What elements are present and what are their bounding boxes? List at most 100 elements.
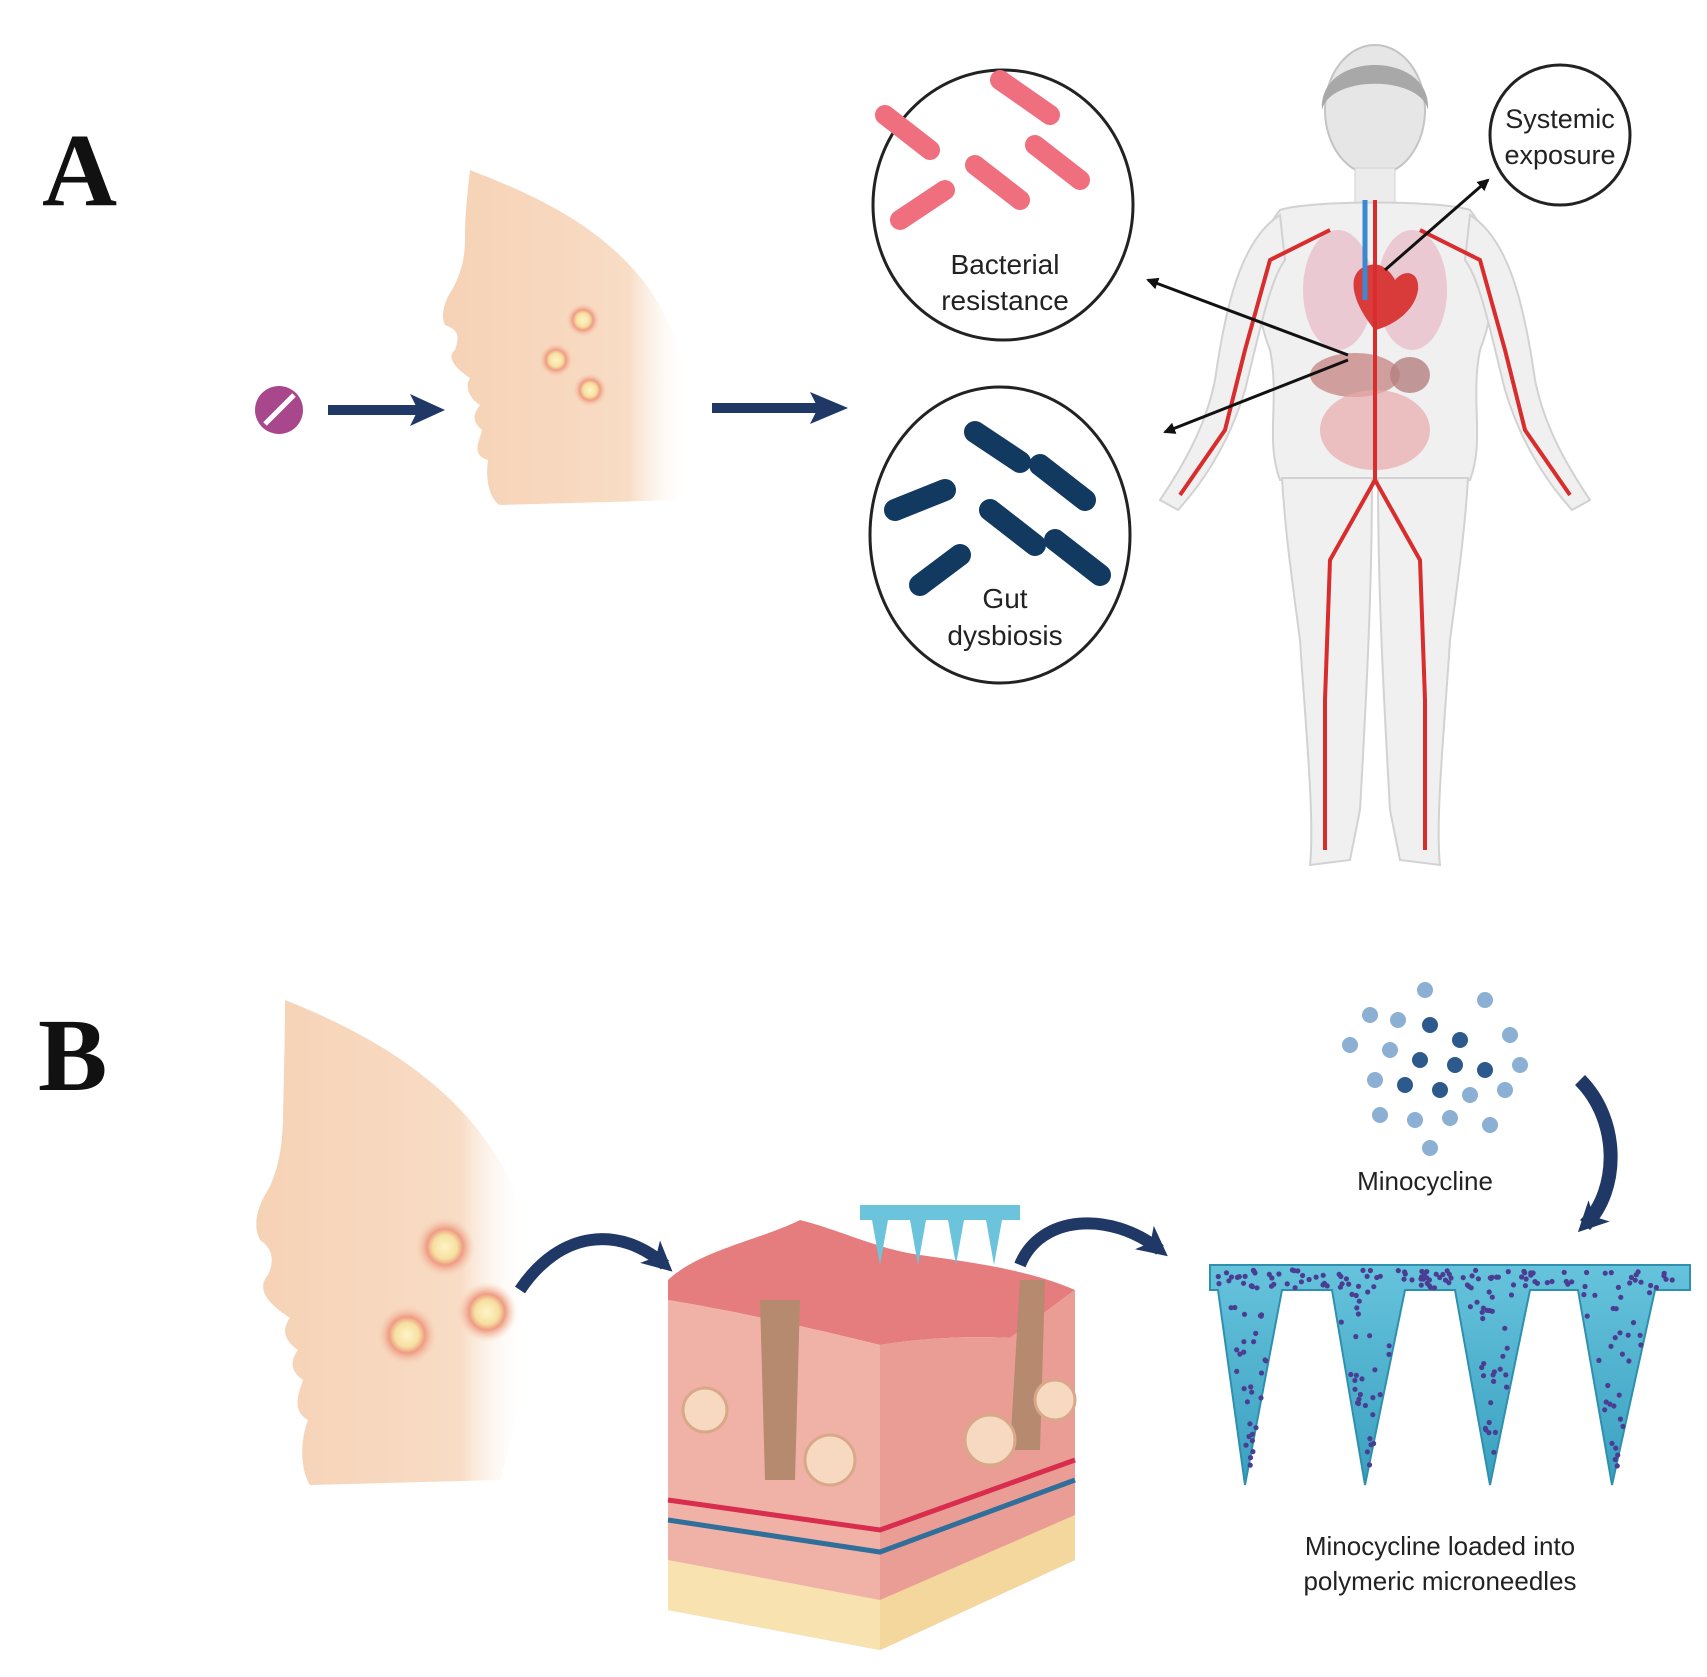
- drug-dot: [1502, 1325, 1508, 1331]
- microneedle-patch-large: [1209, 1264, 1691, 1486]
- drug-dot: [1474, 1299, 1480, 1305]
- drug-dot: [1338, 1319, 1344, 1325]
- gut-label-line2: dysbiosis: [947, 620, 1062, 651]
- drug-dot: [1483, 1427, 1489, 1433]
- drug-dot: [1258, 1370, 1265, 1376]
- drug-dot: [1356, 1396, 1362, 1402]
- drug-dot: [1615, 1284, 1621, 1290]
- drug-dot: [1365, 1289, 1371, 1295]
- drug-dot: [1460, 1275, 1466, 1281]
- drug-dot: [1486, 1289, 1492, 1295]
- drug-dot: [1402, 1271, 1408, 1277]
- drug-dot: [1419, 1274, 1425, 1280]
- drug-dot: [1337, 1284, 1343, 1290]
- drug-dot: [1523, 1276, 1529, 1282]
- drug-dot: [1544, 1280, 1550, 1286]
- drug-dot: [1395, 1268, 1401, 1274]
- drug-dot: [1228, 1305, 1234, 1311]
- systemic-label-line2: exposure: [1504, 140, 1615, 170]
- drug-dot: [1608, 1343, 1614, 1349]
- drug-dot: [1581, 1292, 1587, 1298]
- drug-dot: [1234, 1368, 1240, 1374]
- minocycline-label: Minocycline: [1357, 1166, 1493, 1196]
- drug-dot: [1480, 1373, 1487, 1379]
- effect-arrows: [1146, 178, 1490, 434]
- minocycline-particle: [1512, 1057, 1528, 1073]
- drug-dot: [1561, 1269, 1567, 1275]
- drug-dot: [1247, 1421, 1253, 1427]
- drug-dot: [1619, 1351, 1625, 1357]
- drug-dot: [1371, 1284, 1377, 1290]
- drug-dot: [1251, 1339, 1257, 1345]
- drug-dot: [1626, 1358, 1632, 1364]
- drug-dot: [1320, 1272, 1326, 1278]
- drug-dot: [1377, 1392, 1383, 1398]
- drug-dot: [1504, 1345, 1510, 1351]
- drug-dot: [1346, 1281, 1352, 1287]
- arrow-to-bacteria: [1146, 277, 1349, 357]
- drug-dot: [1620, 1423, 1626, 1429]
- drug-dot: [1370, 1412, 1376, 1418]
- drug-dot: [1367, 1333, 1373, 1339]
- drug-dot: [1236, 1274, 1242, 1280]
- drug-dot: [1352, 1386, 1358, 1392]
- bacteria-icon: [875, 70, 1090, 230]
- drug-dot: [1370, 1395, 1376, 1401]
- arrow-face-to-skin: [515, 1233, 673, 1294]
- drug-dot: [1486, 1419, 1492, 1426]
- drug-dot: [1426, 1277, 1432, 1283]
- drug-dot: [1627, 1280, 1633, 1286]
- drug-dot: [1637, 1332, 1643, 1338]
- minocycline-particle: [1372, 1107, 1388, 1123]
- drug-dot: [1248, 1283, 1254, 1289]
- drug-dot: [1254, 1285, 1260, 1291]
- drug-dot: [1359, 1376, 1365, 1382]
- drug-dot: [1479, 1364, 1485, 1371]
- drug-dot: [1247, 1455, 1254, 1461]
- drug-dot: [1602, 1407, 1608, 1413]
- drug-dot: [1492, 1429, 1498, 1435]
- drug-dot: [1431, 1285, 1438, 1291]
- drug-dot: [1508, 1292, 1515, 1298]
- minocycline-particle: [1367, 1072, 1383, 1088]
- drug-dot: [1247, 1462, 1253, 1468]
- drug-dot: [1353, 1334, 1359, 1340]
- drug-dot: [1364, 1449, 1370, 1455]
- drug-dot: [1505, 1269, 1511, 1275]
- drug-dot: [1241, 1311, 1248, 1317]
- drug-dot: [1248, 1384, 1254, 1390]
- gut-bacteria-icon: [884, 421, 1111, 596]
- minocycline-particle: [1342, 1037, 1358, 1053]
- drug-dot: [1565, 1281, 1571, 1287]
- arrow-pill-to-face: [328, 394, 445, 426]
- drug-dot: [1491, 1378, 1497, 1384]
- drug-dot: [1584, 1313, 1590, 1319]
- drug-dot: [1481, 1361, 1487, 1367]
- drug-dot: [1519, 1274, 1525, 1280]
- minocycline-particle: [1397, 1077, 1413, 1093]
- drug-dot: [1355, 1283, 1362, 1289]
- drug-dot: [1284, 1281, 1290, 1287]
- drug-dot: [1356, 1298, 1362, 1304]
- drug-dot: [1618, 1294, 1624, 1300]
- drug-dot: [1625, 1332, 1631, 1338]
- drug-dot: [1401, 1276, 1407, 1282]
- drug-dot: [1386, 1343, 1392, 1349]
- minocycline-particle: [1477, 992, 1493, 1008]
- minocycline-particle: [1390, 1012, 1406, 1028]
- drug-dot: [1630, 1320, 1637, 1326]
- drug-dot: [1638, 1279, 1644, 1285]
- drug-dots-in-patch: [1215, 1267, 1675, 1469]
- human-body-figure: [1158, 44, 1592, 867]
- drug-dot: [1354, 1305, 1360, 1311]
- drug-dot: [1475, 1276, 1481, 1282]
- drug-dot: [1448, 1275, 1454, 1281]
- drug-dot: [1343, 1276, 1349, 1282]
- minocycline-particle: [1382, 1042, 1398, 1058]
- drug-dot: [1418, 1282, 1424, 1288]
- panel-letter-b: B: [38, 998, 107, 1113]
- drug-dot: [1663, 1276, 1669, 1282]
- drug-dot: [1605, 1382, 1611, 1389]
- drug-dot: [1510, 1282, 1517, 1288]
